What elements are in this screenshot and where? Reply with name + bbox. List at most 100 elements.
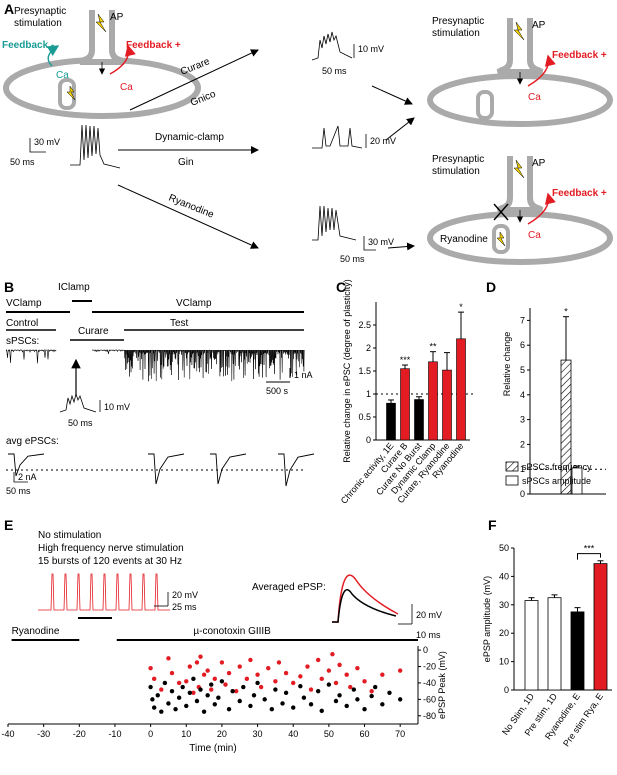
avg-epsp-red	[332, 574, 399, 623]
iclamp-label: IClamp	[58, 282, 90, 293]
data-point	[209, 687, 214, 692]
spsc-trace	[5, 348, 305, 382]
y-tick-label: 40	[499, 571, 509, 581]
ap-label-b: AP	[532, 20, 546, 31]
data-point	[333, 698, 339, 704]
data-point	[148, 665, 153, 671]
scale-50ms-b: 50 ms	[322, 66, 347, 76]
data-point	[212, 676, 217, 682]
data-point	[373, 684, 378, 690]
y-tick-label: 2	[520, 439, 525, 449]
scale-10ms: 10 ms	[416, 630, 441, 640]
data-point	[280, 701, 285, 706]
y-tick-label: 2	[366, 343, 371, 353]
significance-bracket	[577, 553, 601, 560]
ap-label-c: AP	[532, 158, 546, 169]
data-point	[151, 705, 157, 710]
y-tick-label: 3	[520, 415, 525, 425]
y-tick-label: 1.5	[358, 366, 371, 376]
data-point	[255, 680, 260, 686]
significance-marker: **	[429, 342, 437, 352]
panel-label-a: A	[4, 1, 14, 17]
data-point	[344, 703, 349, 709]
data-point	[369, 688, 374, 694]
data-point	[248, 657, 253, 663]
data-point	[184, 703, 189, 709]
ap-trace-left	[70, 124, 121, 169]
x-tick-label: 40	[288, 729, 298, 739]
stim-burst-trace	[38, 573, 170, 611]
data-point	[216, 695, 221, 700]
scale-10mv-a: 10 mV	[358, 44, 384, 54]
legend-swatch	[505, 461, 519, 472]
y-tick-label: 2.5	[358, 320, 371, 330]
avg-epsc-trace	[278, 453, 315, 487]
avg-epscs-label: avg ePSCs:	[6, 436, 59, 447]
scale-20mv-a: 20 mV	[370, 136, 396, 146]
data-point	[255, 672, 260, 677]
y-tick-label: 0.5	[358, 412, 371, 422]
data-point	[315, 688, 321, 694]
dynamic-clamp-label: Dynamic-clamp	[155, 132, 224, 143]
data-point	[301, 695, 307, 700]
y-tick-label: 0	[504, 685, 509, 695]
data-point	[291, 680, 296, 686]
data-point	[187, 664, 193, 669]
y-tick-label: 7	[520, 315, 525, 325]
bar	[400, 368, 410, 441]
data-point	[205, 693, 210, 698]
lightning-icon	[513, 21, 525, 41]
data-point	[169, 670, 175, 676]
y-tick-label: -40	[423, 678, 436, 688]
lightning-icon	[513, 159, 525, 179]
conotoxin-label: µ-conotoxin GIIIB	[193, 626, 271, 637]
data-point	[169, 688, 175, 694]
data-point	[176, 695, 182, 700]
ryanodine-arrow	[117, 184, 259, 249]
data-point	[223, 682, 228, 687]
bar	[524, 600, 539, 691]
data-point	[283, 670, 289, 676]
legend-line: 15 bursts of 120 events at 30 Hz	[38, 556, 182, 567]
data-point	[226, 670, 232, 676]
data-point	[180, 684, 185, 690]
y-tick-label: 10	[499, 657, 509, 667]
data-point	[212, 702, 217, 707]
data-point	[344, 672, 349, 677]
avg-epsc-traces	[8, 453, 315, 487]
data-point	[191, 676, 196, 682]
data-point	[155, 693, 160, 698]
panel-label-b: B	[4, 279, 14, 295]
scale-20mv: 20 mV	[172, 590, 198, 600]
x-tick-label: -20	[73, 729, 86, 739]
spscs-label: sPSCs:	[6, 336, 39, 347]
panel-label-f: F	[488, 517, 497, 533]
significance-marker: ***	[584, 544, 595, 554]
bar	[593, 563, 608, 691]
gin-label: Gin	[178, 157, 194, 168]
data-point	[330, 652, 335, 657]
y-tick-label: 1	[366, 389, 371, 399]
feedback-plus-label-b: Feedback +	[552, 50, 607, 61]
feedback-minus-arrow	[46, 45, 60, 67]
data-point	[201, 709, 207, 714]
data-point	[337, 662, 342, 668]
ca-label-teal: Ca	[56, 70, 69, 81]
x-axis-title: Time (min)	[189, 743, 236, 754]
feedback-minus-label: Feedback -	[2, 40, 54, 51]
data-point	[362, 679, 367, 684]
data-point	[319, 708, 324, 714]
data-point	[241, 684, 246, 690]
data-point	[176, 680, 182, 686]
bar	[560, 359, 572, 495]
data-point	[248, 703, 253, 709]
legend-line: High frequency nerve stimulation	[38, 543, 184, 554]
iclamp-inset-trace	[59, 392, 97, 413]
ca-label-red-b: Ca	[528, 92, 541, 103]
ryanodine-cell-label: Ryanodine	[440, 234, 488, 245]
